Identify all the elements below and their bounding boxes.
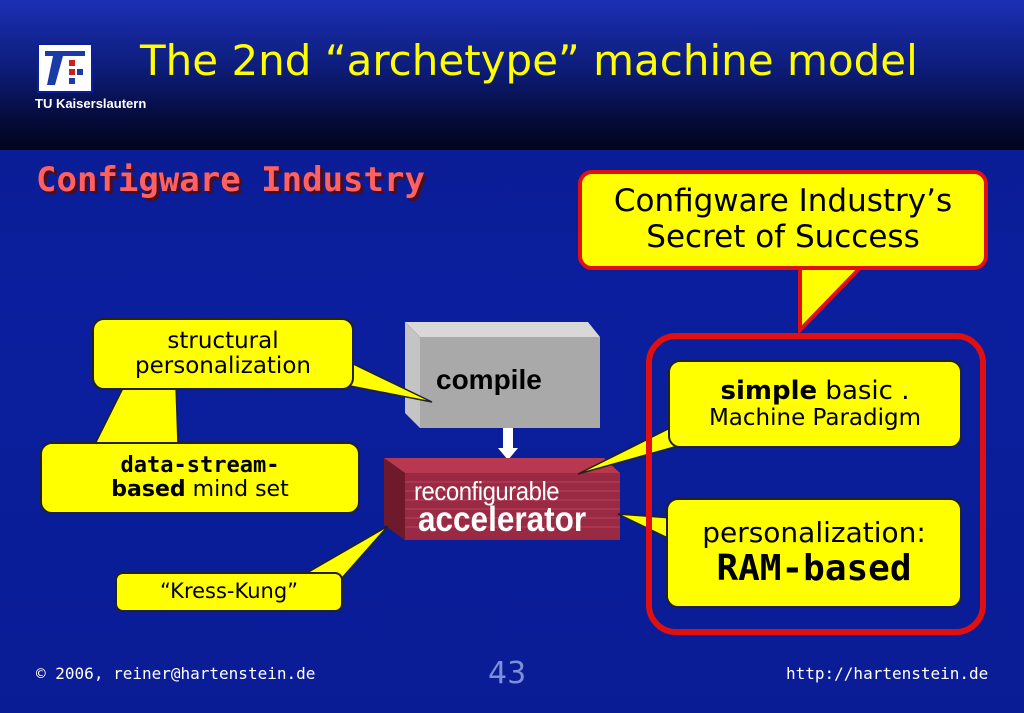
accelerator-box (405, 473, 620, 540)
footer-copyright: © 2006, reiner@hartenstein.de (36, 664, 315, 683)
page-number: 43 (488, 656, 527, 691)
flow-arrow-head (498, 448, 518, 460)
data-stream-box: data-stream- based mind set (40, 442, 360, 514)
machine-paradigm-label: Machine Paradigm (708, 404, 922, 431)
ram-based-label: RAM-based (716, 547, 912, 589)
accelerator-side (384, 458, 405, 540)
copyright-text: 2006, reiner@hartenstein.de (55, 664, 316, 683)
simple-bold: simple (720, 376, 818, 407)
compile-box (420, 337, 600, 428)
data-stream-bold-2: based (111, 477, 186, 502)
accelerator-top (384, 458, 620, 473)
tail-kresskung-to-accelerator (295, 525, 389, 579)
compile-box-side (405, 322, 420, 428)
callout-line-1: Configware Industry’s (613, 183, 953, 220)
data-stream-rest: mind set (185, 477, 289, 502)
structural-line-2: personalization (135, 353, 311, 379)
data-stream-bold-1: data-stream- (120, 452, 280, 478)
callout-line-2: Secret of Success (646, 219, 920, 255)
accelerator-label-1: reconfigurable (414, 476, 560, 506)
compile-label: compile (436, 364, 542, 395)
callout-tail (798, 266, 865, 335)
personalization-label: personalization: (702, 515, 926, 549)
accelerator-label-2: accelerator (418, 500, 587, 539)
secret-of-success-callout: Configware Industry’s Secret of Success (578, 170, 988, 270)
footer-url[interactable]: http://hartenstein.de (786, 664, 989, 683)
key-points-frame (646, 333, 986, 635)
tail-datastream-to-structural (92, 385, 179, 447)
structural-line-1: structural (167, 327, 279, 354)
slide-subtitle: Configware Industry (36, 160, 425, 200)
kress-kung-box: “Kress-Kung” (115, 572, 343, 612)
logo-caption: TU Kaiserslautern (35, 96, 147, 111)
slide-title: The 2nd “archetype” machine model (140, 36, 918, 85)
tu-logo-icon (45, 51, 85, 85)
flow-arrow-shaft (503, 428, 513, 448)
structural-personalization-box: structural personalization (92, 318, 354, 390)
compile-box-top (405, 322, 600, 337)
header-bar (0, 0, 1024, 150)
simple-basic-box: simple basic . Machine Paradigm (668, 360, 962, 448)
ram-based-box: personalization: RAM-based (666, 498, 962, 608)
tu-logo (37, 43, 93, 93)
simple-rest: basic . (817, 376, 910, 407)
copyright-symbol: © (36, 664, 46, 683)
kress-kung-label: “Kress-Kung” (159, 579, 299, 604)
